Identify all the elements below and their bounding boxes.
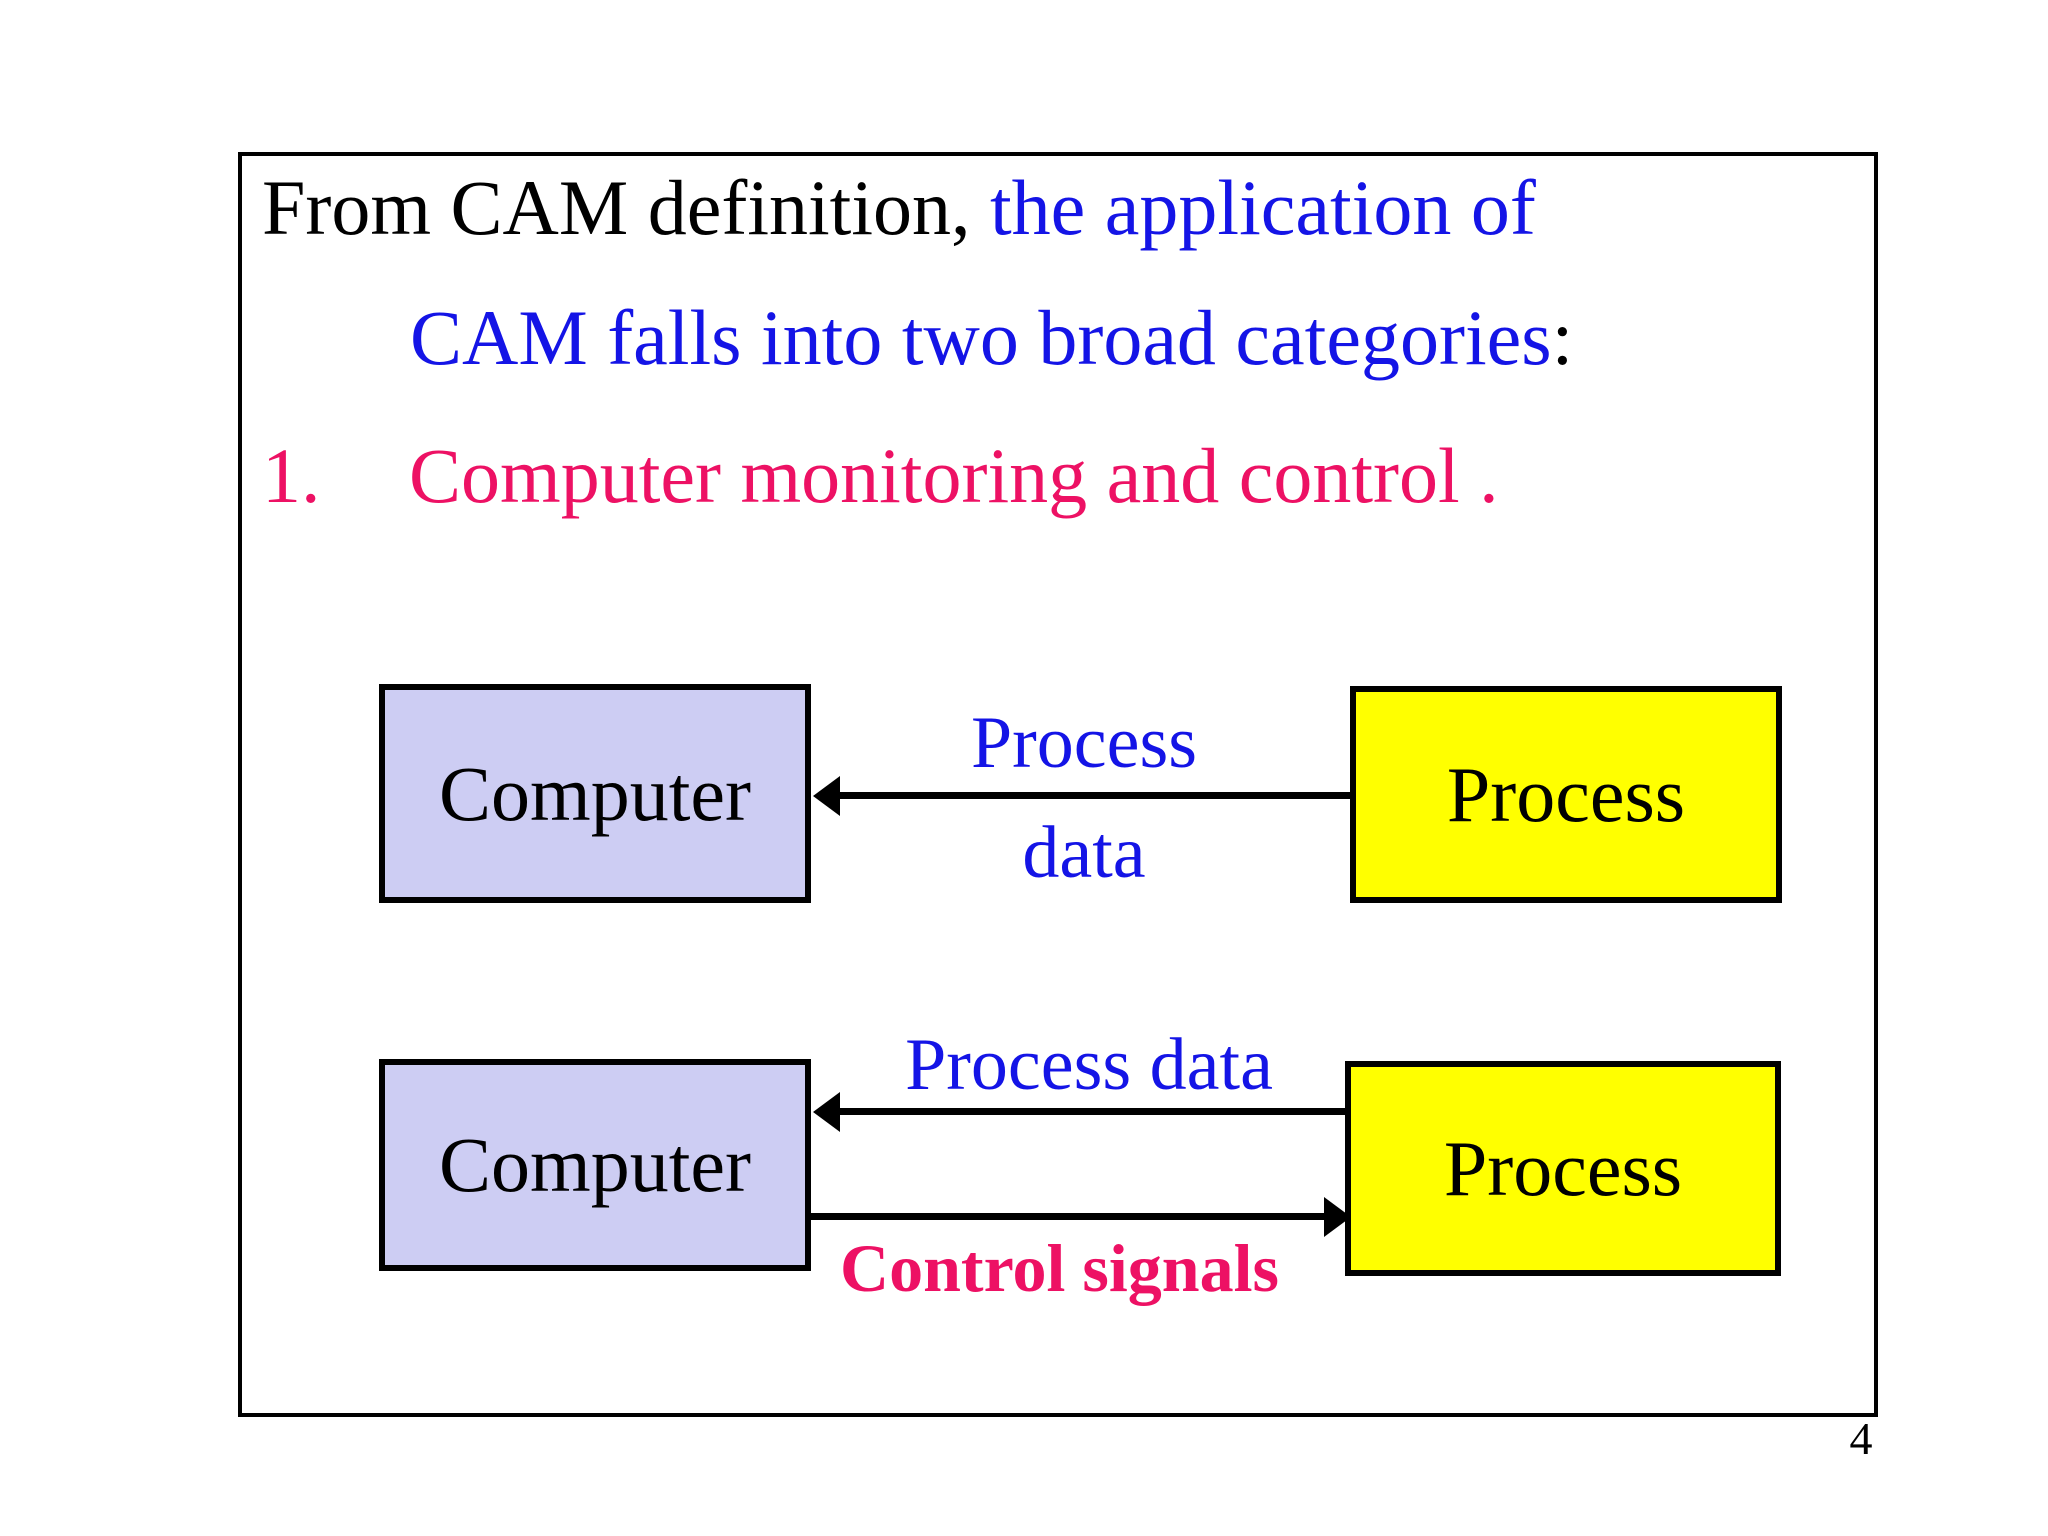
list-item-1: 1. Computer monitoring and control . — [262, 428, 1499, 523]
process-box-1: Process — [1350, 686, 1782, 903]
arrow-2-label-process-data: Process data — [905, 1024, 1273, 1106]
list-item-1-number: 1. — [262, 432, 321, 519]
title-line2-blue-text: CAM falls into two broad categories — [410, 294, 1552, 381]
arrow-head-right-icon — [1324, 1197, 1351, 1237]
arrow-1-label-data: data — [1022, 812, 1146, 894]
process-data-arrow-1-line — [838, 792, 1350, 799]
process-box-1-label: Process — [1446, 750, 1686, 838]
computer-box-2-label: Computer — [439, 1121, 751, 1208]
process-data-arrow-2-line — [838, 1108, 1345, 1115]
computer-box-1-label: Computer — [439, 749, 751, 837]
arrow-head-left-icon — [813, 1092, 840, 1132]
arrow-head-left-icon — [813, 776, 840, 816]
title-line1-black-text: From CAM definition, — [262, 164, 991, 251]
process-box-2-label: Process — [1443, 1124, 1683, 1212]
slide-frame: From CAM definition, the application of … — [238, 152, 1878, 1417]
list-item-1-text: Computer monitoring and control . — [409, 432, 1499, 519]
control-signals-label: Control signals — [840, 1230, 1279, 1306]
title-line1-blue-text: the application of — [990, 164, 1536, 251]
arrow-1-label-process: Process — [970, 702, 1198, 784]
computer-box-2: Computer — [379, 1059, 811, 1271]
process-box-2: Process — [1345, 1061, 1781, 1276]
control-signals-line — [811, 1213, 1325, 1220]
page-number: 4 — [1849, 1413, 1873, 1464]
title-line2-colon: : — [1551, 294, 1574, 381]
title-line-1: From CAM definition, the application of — [262, 160, 1536, 255]
title-line-2: CAM falls into two broad categories: — [410, 290, 1573, 385]
computer-box-1: Computer — [379, 684, 811, 903]
